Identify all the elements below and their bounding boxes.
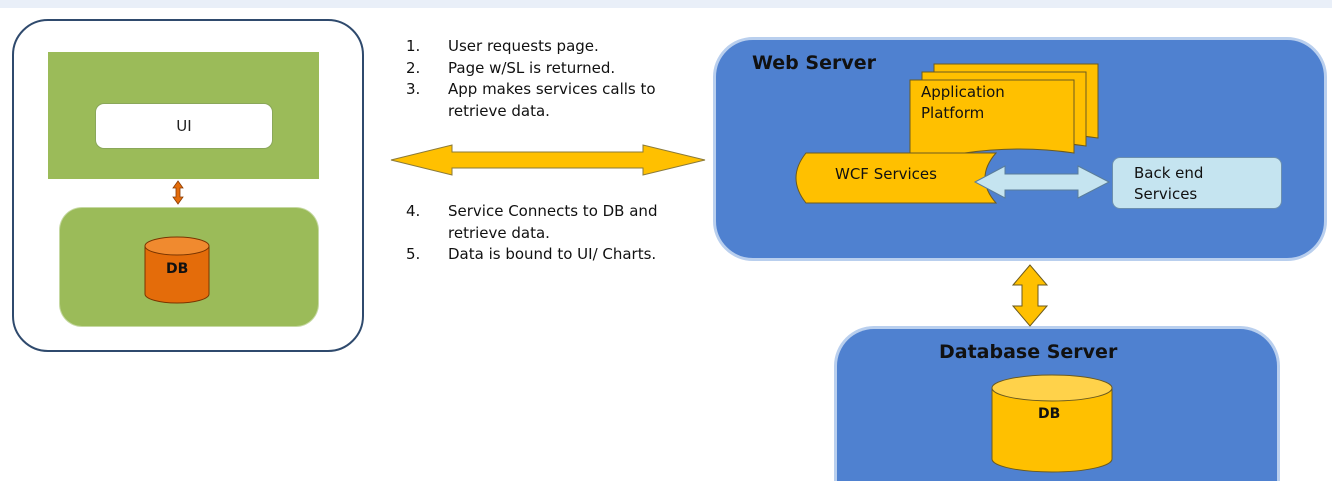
web-db-arrow: [1011, 264, 1049, 327]
client-ui-db-arrow: [172, 180, 184, 205]
client-db-cylinder: [144, 236, 210, 304]
top-strip: [0, 0, 1332, 8]
web-server-title: Web Server: [752, 52, 876, 74]
step-5: 5. Data is bound to UI/ Charts.: [406, 244, 706, 266]
ui-box: UI: [95, 103, 273, 149]
client-server-arrow: [390, 144, 706, 176]
step-text: Service Connects to DB and retrieve data…: [448, 202, 658, 242]
step-text: App makes services calls to retrieve dat…: [448, 80, 656, 120]
step-1: 1. User requests page.: [406, 36, 706, 58]
step-text: Data is bound to UI/ Charts.: [448, 245, 657, 263]
step-text: User requests page.: [448, 37, 599, 55]
step-number: 4.: [406, 202, 421, 220]
server-db-cylinder: [991, 374, 1113, 473]
step-number: 3.: [406, 80, 421, 98]
ui-label: UI: [176, 117, 192, 135]
step-3: 3. App makes services calls to retrieve d…: [406, 79, 706, 122]
server-db-label: DB: [1038, 406, 1061, 422]
wcf-backend-arrow: [973, 165, 1111, 199]
client-db-label: DB: [166, 261, 189, 277]
steps-list-bottom: 4. Service Connects to DB and retrieve da…: [406, 201, 706, 266]
step-number: 5.: [406, 245, 421, 263]
wcf-services-label: WCF Services: [835, 165, 937, 183]
steps-list-top: 1. User requests page. 2. Page w/SL is ret…: [406, 36, 706, 122]
step-number: 2.: [406, 58, 421, 77]
backend-services-label: Back end Services: [1134, 164, 1204, 203]
step-text: Page w/SL is returned.: [448, 58, 616, 77]
step-4: 4. Service Connects to DB and retrieve da…: [406, 201, 706, 244]
wcf-services-shape: [795, 152, 998, 204]
step-number: 1.: [406, 37, 421, 55]
backend-services-box: [1112, 157, 1282, 209]
database-server-title: Database Server: [939, 341, 1118, 363]
application-platform-label: Application Platform: [921, 83, 1005, 122]
step-2: 2. Page w/SL is returned.: [406, 58, 706, 80]
